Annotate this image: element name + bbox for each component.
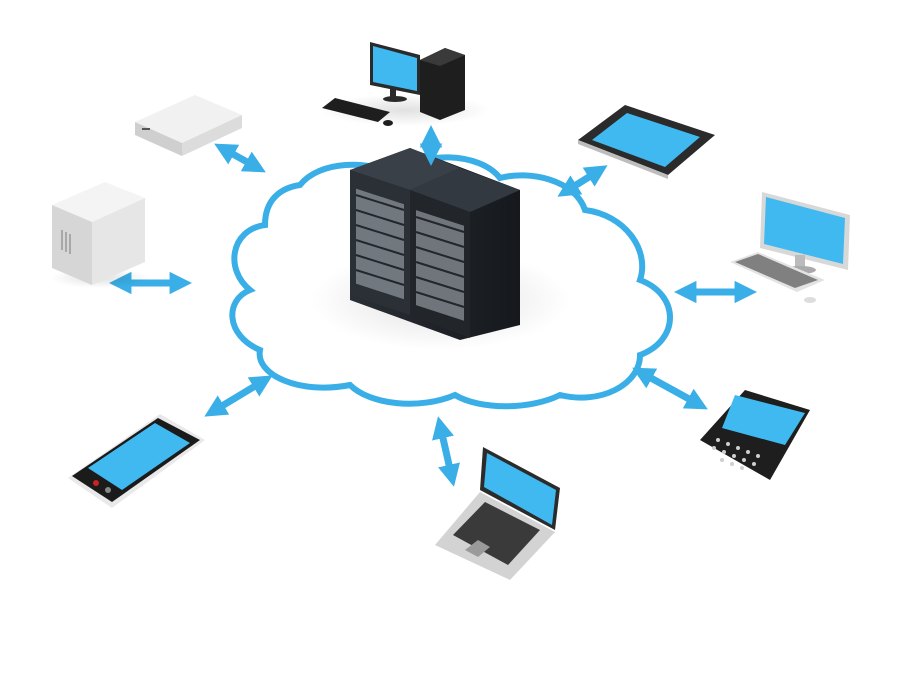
tower-server-icon	[50, 182, 150, 288]
tablet-icon	[578, 105, 715, 179]
monitor-keyboard-icon	[730, 192, 850, 303]
desktop-computer-icon	[320, 42, 490, 126]
arrow-laptop	[432, 416, 460, 487]
arrow-box	[214, 143, 266, 173]
laptop-icon	[435, 447, 560, 580]
arrow-smartphone	[204, 375, 273, 417]
server-rack-icon	[350, 148, 520, 340]
arrow-blackberry	[632, 367, 708, 410]
qwerty-phone-icon	[700, 390, 810, 480]
arrow-tablet	[557, 165, 608, 197]
network-appliance-icon	[135, 95, 242, 156]
smartphone-icon	[68, 414, 205, 508]
